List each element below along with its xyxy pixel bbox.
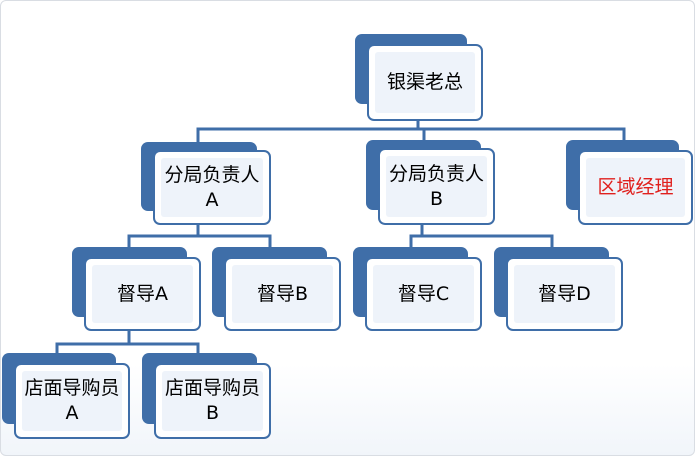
node-label-supervisor-c: 督导C <box>397 282 450 305</box>
node-box: 店面导购员B <box>154 363 271 439</box>
node-box: 督导D <box>506 257 623 331</box>
node-branch-b: 分局负责人B <box>366 140 495 225</box>
node-box: 分局负责人A <box>153 150 271 225</box>
node-label-supervisor-a: 督导A <box>117 282 168 305</box>
node-regional-manager: 区域经理 <box>566 140 693 225</box>
node-supervisor-b: 督导B <box>212 247 341 331</box>
node-guide-a: 店面导购员A <box>2 353 130 439</box>
node-supervisor-a: 督导A <box>72 247 201 331</box>
node-branch-a: 分局负责人A <box>141 142 271 225</box>
node-guide-b: 店面导购员B <box>142 353 271 439</box>
node-supervisor-c: 督导C <box>353 247 482 331</box>
node-box: 银渠老总 <box>367 44 483 121</box>
node-label-supervisor-d: 督导D <box>538 282 591 305</box>
node-label-guide-b: 店面导购员B <box>164 377 260 424</box>
node-box: 督导C <box>365 257 482 331</box>
node-box: 区域经理 <box>578 150 693 225</box>
node-supervisor-d: 督导D <box>494 247 623 331</box>
node-label-supervisor-b: 督导B <box>256 282 309 305</box>
node-box: 督导B <box>224 257 341 331</box>
node-label-branch-b: 分局负责人B <box>388 162 484 210</box>
node-root: 银渠老总 <box>355 34 483 121</box>
node-box: 分局负责人B <box>378 148 495 225</box>
node-label-branch-a: 分局负责人A <box>164 163 260 211</box>
node-label-guide-a: 店面导购员A <box>24 377 120 424</box>
node-box: 店面导购员A <box>14 363 130 439</box>
node-box: 督导A <box>84 257 201 331</box>
node-label-root: 银渠老总 <box>386 71 463 93</box>
node-label-regional-manager: 区域经理 <box>597 176 674 198</box>
